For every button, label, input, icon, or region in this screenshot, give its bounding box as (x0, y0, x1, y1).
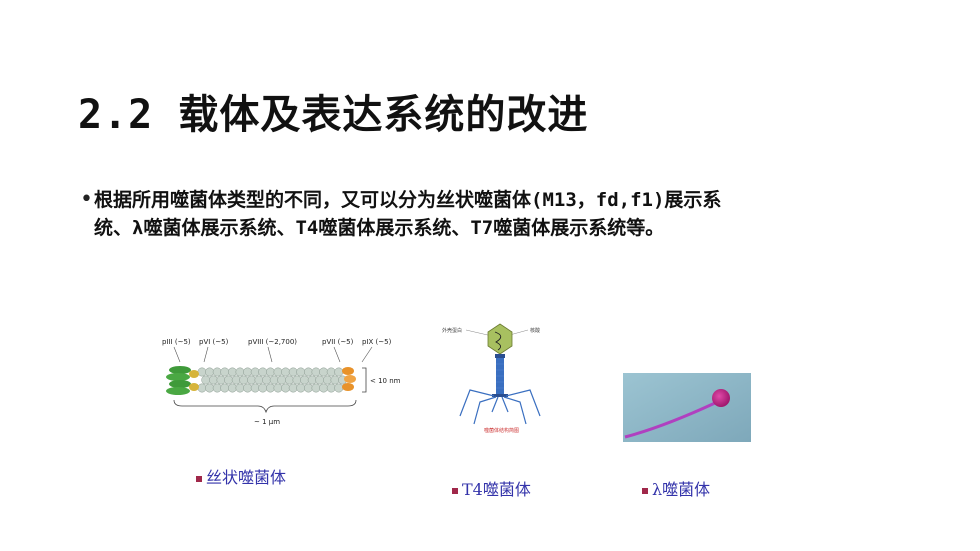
pointer-lines (173, 346, 373, 363)
capsid-protein (303, 367, 313, 377)
capsid-protein (303, 383, 313, 393)
lambda-head (712, 389, 730, 407)
capsid-protein (330, 375, 340, 385)
capsid-protein (201, 375, 211, 385)
capsid-protein (231, 375, 241, 385)
capsid-protein (311, 383, 321, 393)
capsid-protein (243, 383, 253, 393)
capsid-protein (281, 383, 291, 393)
caption-lambda: λ噬菌体 (642, 476, 710, 500)
t4-label-coat: 外壳蛋白 (442, 327, 462, 334)
capsid-protein (212, 383, 222, 393)
capsid-protein (334, 383, 344, 393)
capsid-protein (224, 375, 234, 385)
slide-title: 2.2 载体及表达系统的改进 (78, 92, 589, 138)
t4-bottom-label: 噬菌体结构简图 (484, 427, 519, 434)
bullet-line-2: 统、λ噬菌体展示系统、T4噬菌体展示系统、T7噬菌体展示系统等。 (94, 217, 665, 239)
bullet-marker: • (80, 187, 93, 212)
capsid-protein (208, 375, 218, 385)
pvii-pix-proteins (342, 367, 356, 391)
capsid-protein (265, 383, 275, 393)
t4-phage-diagram: 外壳蛋白 核酸 噬菌体结构简图 (442, 323, 541, 434)
length-brace (173, 399, 357, 414)
capsid-protein (205, 367, 215, 377)
capsid-protein (296, 367, 306, 377)
piii-tail-proteins (166, 366, 199, 395)
capsid-protein (334, 367, 344, 377)
capsid-circles (197, 367, 348, 393)
capsid-protein (284, 375, 294, 385)
capsid-protein (277, 375, 287, 385)
capsid-protein (254, 375, 264, 385)
label-pvii: pVII (~5) (322, 338, 354, 346)
capsid-protein (220, 367, 230, 377)
capsid-protein (262, 375, 272, 385)
capsid-protein (326, 367, 336, 377)
capsid-protein (250, 367, 260, 377)
capsid-protein (326, 383, 336, 393)
capsid-protein (288, 367, 298, 377)
capsid-protein (239, 375, 249, 385)
capsid-protein (273, 367, 283, 377)
t4-baseplate (492, 394, 508, 397)
t4-tail-fibers (459, 389, 541, 425)
capsid-protein (281, 367, 291, 377)
bullet-text: 根据所用噬菌体类型的不同，又可以分为丝状噬菌体(M13，fd,f1)展示系 统、… (94, 186, 900, 242)
caption-filamentous: 丝状噬菌体 (196, 464, 286, 488)
capsid-protein (235, 383, 245, 393)
capsid-protein (307, 375, 317, 385)
capsid-protein (246, 375, 256, 385)
capsid-protein (227, 383, 237, 393)
label-piii: pIII (~5) (162, 338, 191, 346)
capsid-protein (212, 367, 222, 377)
length-label: ~ 1 μm (254, 418, 280, 426)
lambda-phage-micrograph (623, 373, 751, 442)
capsid-protein (322, 375, 332, 385)
capsid-protein (315, 375, 325, 385)
capsid-protein (311, 367, 321, 377)
width-bracket (362, 367, 367, 393)
capsid-protein (197, 367, 207, 377)
capsid-protein (296, 383, 306, 393)
capsid-protein (288, 383, 298, 393)
t4-label-nucleic: 核酸 (530, 327, 540, 334)
capsid-protein (235, 367, 245, 377)
capsid-protein (273, 383, 283, 393)
capsid-protein (292, 375, 302, 385)
filamentous-phage-diagram: pIII (~5) pVI (~5) pVIII (~2,700) pVII (… (162, 338, 401, 426)
capsid-protein (258, 367, 268, 377)
label-pvi: pVI (~5) (199, 338, 229, 346)
width-label: < 10 nm (370, 377, 401, 385)
caption-t4: T4噬菌体 (452, 476, 531, 500)
capsid-protein (265, 367, 275, 377)
bullet-block: • 根据所用噬菌体类型的不同，又可以分为丝状噬菌体(M13，fd,f1)展示系 … (80, 186, 900, 242)
capsid-protein (300, 375, 310, 385)
capsid-protein (269, 375, 279, 385)
capsid-protein (319, 383, 329, 393)
caption-marker (196, 475, 202, 482)
capsid-protein (227, 367, 237, 377)
label-pviii: pVIII (~2,700) (248, 338, 297, 346)
bullet-line-1: 根据所用噬菌体类型的不同，又可以分为丝状噬菌体(M13，fd,f1)展示系 (94, 189, 722, 211)
capsid-protein (250, 383, 260, 393)
t4-collar (495, 354, 505, 358)
capsid-protein (243, 367, 253, 377)
label-pix: pIX (~5) (362, 338, 392, 346)
capsid-protein (258, 383, 268, 393)
capsid-protein (216, 375, 226, 385)
lambda-tail (624, 401, 716, 439)
caption-marker (642, 487, 648, 494)
capsid-protein (319, 367, 329, 377)
t4-dna (494, 331, 502, 351)
caption-marker (452, 487, 458, 494)
capsid-protein (197, 383, 207, 393)
capsid-protein (205, 383, 215, 393)
capsid-protein (220, 383, 230, 393)
